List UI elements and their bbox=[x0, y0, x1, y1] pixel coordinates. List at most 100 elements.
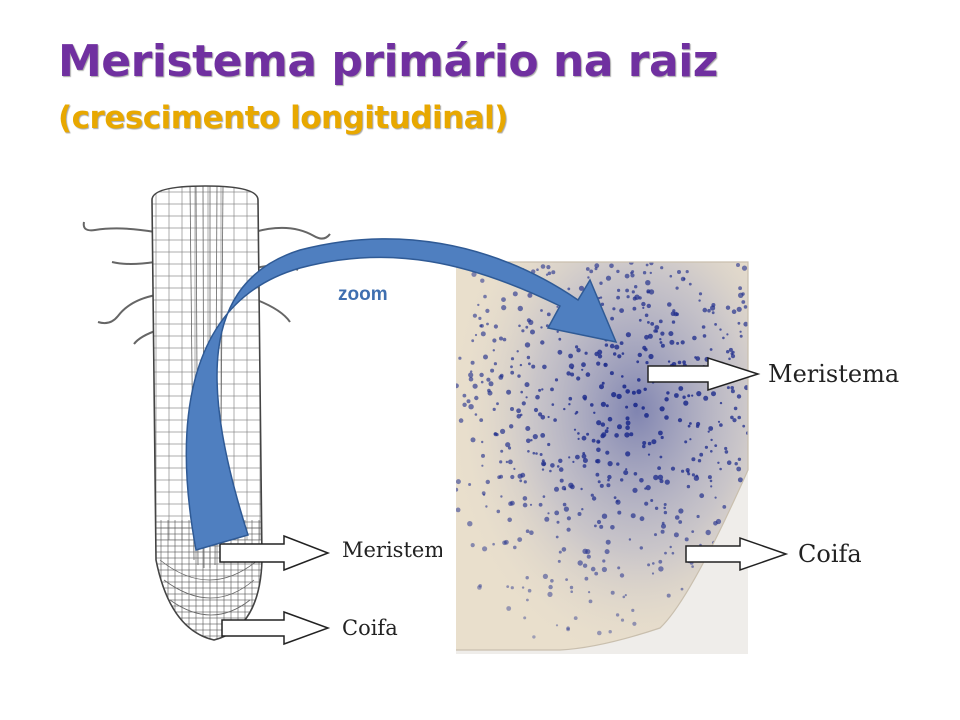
stained-cell bbox=[506, 585, 510, 588]
stained-cell bbox=[617, 354, 622, 359]
stained-cell bbox=[599, 524, 604, 529]
stained-cell bbox=[625, 389, 630, 394]
stained-cell bbox=[738, 286, 742, 291]
stained-cell bbox=[585, 267, 590, 271]
stained-cell bbox=[647, 453, 651, 456]
stained-cell bbox=[492, 407, 496, 411]
stained-cell bbox=[591, 438, 596, 443]
stained-cell bbox=[510, 586, 514, 590]
stained-cell bbox=[559, 478, 564, 483]
stained-cell bbox=[472, 313, 477, 318]
stained-cell bbox=[601, 513, 608, 519]
stained-cell bbox=[574, 412, 577, 415]
stained-cell bbox=[684, 537, 689, 542]
stained-cell bbox=[499, 474, 503, 479]
stained-cell bbox=[563, 506, 570, 512]
stained-cell bbox=[493, 324, 498, 329]
stained-cell bbox=[625, 451, 631, 457]
stained-cell bbox=[710, 438, 713, 442]
stained-cell bbox=[644, 313, 649, 318]
stained-cell bbox=[597, 354, 603, 359]
drawing-meristem-label: Meristem bbox=[342, 538, 442, 562]
stained-cell bbox=[689, 422, 692, 425]
stained-cell bbox=[588, 591, 591, 594]
stained-cell bbox=[479, 418, 484, 422]
stained-cell bbox=[739, 334, 743, 338]
stained-cell bbox=[622, 595, 626, 599]
stained-cell bbox=[483, 294, 487, 299]
stained-cell bbox=[522, 496, 528, 501]
stained-cell bbox=[586, 554, 591, 559]
stained-cell bbox=[480, 380, 484, 384]
stained-cell bbox=[730, 386, 734, 390]
stained-cell bbox=[470, 543, 475, 548]
stained-cell bbox=[659, 338, 662, 341]
stained-cell bbox=[558, 458, 563, 463]
block-arrow-right-icon bbox=[219, 534, 331, 572]
stained-cell bbox=[661, 523, 666, 529]
stained-cell bbox=[651, 572, 655, 575]
stained-cell bbox=[466, 399, 471, 404]
stained-cell bbox=[692, 335, 697, 341]
stained-cell bbox=[604, 549, 610, 555]
stained-cell bbox=[570, 590, 573, 593]
stained-cell bbox=[742, 424, 746, 428]
stained-cell bbox=[645, 280, 651, 286]
micrograph-coifa-label: Coifa bbox=[798, 540, 862, 568]
stained-cell bbox=[731, 350, 735, 354]
stained-cell bbox=[510, 407, 514, 411]
stained-cell bbox=[648, 289, 655, 295]
stained-cell bbox=[458, 356, 462, 360]
stained-cell bbox=[590, 493, 594, 497]
stained-cell bbox=[577, 512, 582, 516]
stained-cell bbox=[555, 624, 559, 627]
stained-cell bbox=[551, 270, 556, 275]
stained-cell bbox=[699, 493, 705, 499]
stained-cell bbox=[568, 403, 571, 406]
root-hairs bbox=[82, 221, 331, 345]
stained-cell bbox=[743, 305, 748, 309]
stained-cell bbox=[516, 350, 519, 353]
stained-cell bbox=[587, 276, 590, 279]
stained-cell bbox=[625, 416, 630, 421]
stained-cell bbox=[569, 585, 574, 590]
stained-cell bbox=[724, 446, 728, 451]
stained-cell bbox=[550, 463, 555, 468]
stained-cell bbox=[573, 428, 577, 431]
stained-cell bbox=[660, 343, 665, 348]
stained-cell bbox=[674, 393, 679, 398]
stained-cell bbox=[604, 429, 609, 434]
stained-cell bbox=[572, 460, 575, 463]
stained-cell bbox=[654, 506, 659, 510]
stained-cell bbox=[597, 630, 602, 636]
stained-cell bbox=[477, 303, 480, 307]
stained-cell bbox=[624, 432, 630, 438]
stained-cell bbox=[726, 460, 732, 466]
stained-cell bbox=[557, 559, 561, 563]
stained-cell bbox=[672, 309, 676, 313]
stained-cell bbox=[685, 270, 689, 274]
stained-cell bbox=[710, 450, 713, 453]
stained-cell bbox=[527, 588, 532, 593]
stained-cell bbox=[620, 478, 624, 482]
stained-cell bbox=[644, 334, 649, 340]
stained-cell bbox=[614, 344, 620, 350]
stained-cell bbox=[677, 360, 682, 365]
stained-cell bbox=[488, 381, 494, 387]
stained-cell bbox=[651, 439, 657, 445]
stained-cell bbox=[661, 521, 665, 525]
stained-cell bbox=[741, 265, 748, 271]
stained-cell bbox=[482, 546, 488, 552]
stained-cell bbox=[632, 621, 637, 626]
stained-cell bbox=[542, 364, 547, 370]
stained-cell bbox=[678, 508, 684, 514]
stained-cell bbox=[675, 312, 679, 317]
stained-cell bbox=[664, 479, 670, 485]
stained-cell bbox=[505, 460, 509, 464]
stained-cell bbox=[644, 487, 647, 490]
stained-cell bbox=[502, 337, 507, 342]
stained-cell bbox=[698, 292, 703, 296]
stained-cell bbox=[547, 512, 550, 515]
stained-cell bbox=[462, 393, 467, 398]
stained-cell bbox=[730, 354, 736, 359]
